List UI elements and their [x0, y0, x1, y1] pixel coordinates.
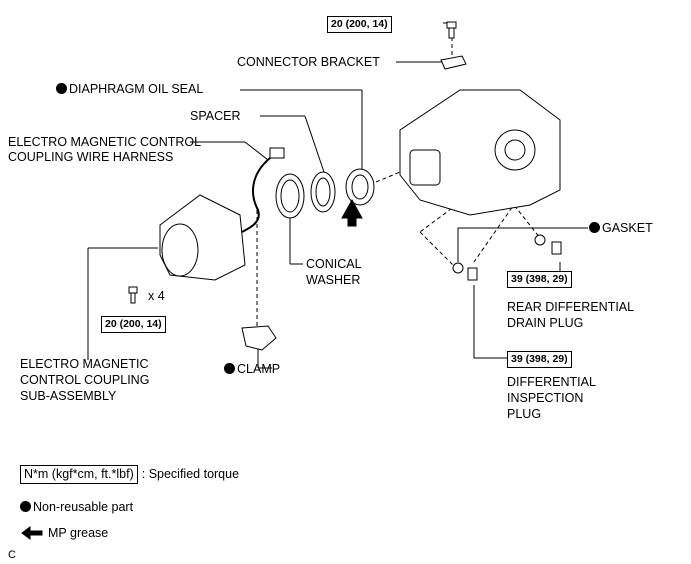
- label-coupling-line2: CONTROL COUPLING: [20, 373, 150, 387]
- label-text: GASKET: [602, 221, 653, 235]
- label-wire-harness-line1: ELECTRO MAGNETIC CONTROL: [8, 135, 202, 149]
- figure-code: C: [8, 549, 16, 561]
- non-reusable-bullet-icon: [56, 83, 67, 94]
- label-spacer: SPACER: [190, 109, 241, 123]
- label-connector-bracket: CONNECTOR BRACKET: [237, 55, 380, 69]
- non-reusable-bullet-icon: [589, 222, 600, 233]
- label-gasket: GASKET: [589, 221, 653, 236]
- label-inspection-plug-line2: INSPECTION: [507, 391, 584, 405]
- legend-torque-desc: : Specified torque: [141, 467, 240, 481]
- torque-box-inspection-plug: 39 (398, 29): [507, 351, 572, 368]
- label-conical-washer-line1: CONICAL: [306, 257, 362, 271]
- label-coupling-line3: SUB-ASSEMBLY: [20, 389, 117, 403]
- label-wire-harness-line2: COUPLING WIRE HARNESS: [8, 150, 174, 164]
- non-reusable-bullet-icon: [224, 363, 235, 374]
- legend-non-reusable-text: Non-reusable part: [33, 500, 134, 514]
- torque-box-coupling-bolts: 20 (200, 14): [101, 316, 166, 333]
- torque-box-connector-bolt: 20 (200, 14): [327, 16, 392, 33]
- label-inspection-plug-line1: DIFFERENTIAL: [507, 375, 596, 389]
- label-bolt-quantity: x 4: [148, 289, 165, 303]
- legend-mp-grease: MP grease: [48, 526, 109, 540]
- label-drain-plug-line2: DRAIN PLUG: [507, 316, 584, 330]
- torque-box-drain-plug: 39 (398, 29): [507, 271, 572, 288]
- label-text: DIAPHRAGM OIL SEAL: [69, 82, 204, 96]
- legend-non-reusable: Non-reusable part: [20, 500, 133, 515]
- label-diaphragm-oil-seal: DIAPHRAGM OIL SEAL: [56, 82, 203, 97]
- label-conical-washer-line2: WASHER: [306, 273, 361, 287]
- legend-torque: N*m (kgf*cm, ft.*lbf): Specified torque: [20, 465, 239, 484]
- label-coupling-line1: ELECTRO MAGNETIC: [20, 357, 149, 371]
- label-text: CLAMP: [237, 362, 281, 376]
- label-drain-plug-line1: REAR DIFFERENTIAL: [507, 300, 635, 314]
- label-inspection-plug-line3: PLUG: [507, 407, 542, 421]
- label-clamp: CLAMP: [224, 362, 280, 377]
- legend-torque-unit: N*m (kgf*cm, ft.*lbf): [20, 465, 138, 484]
- non-reusable-bullet-icon: [20, 501, 31, 512]
